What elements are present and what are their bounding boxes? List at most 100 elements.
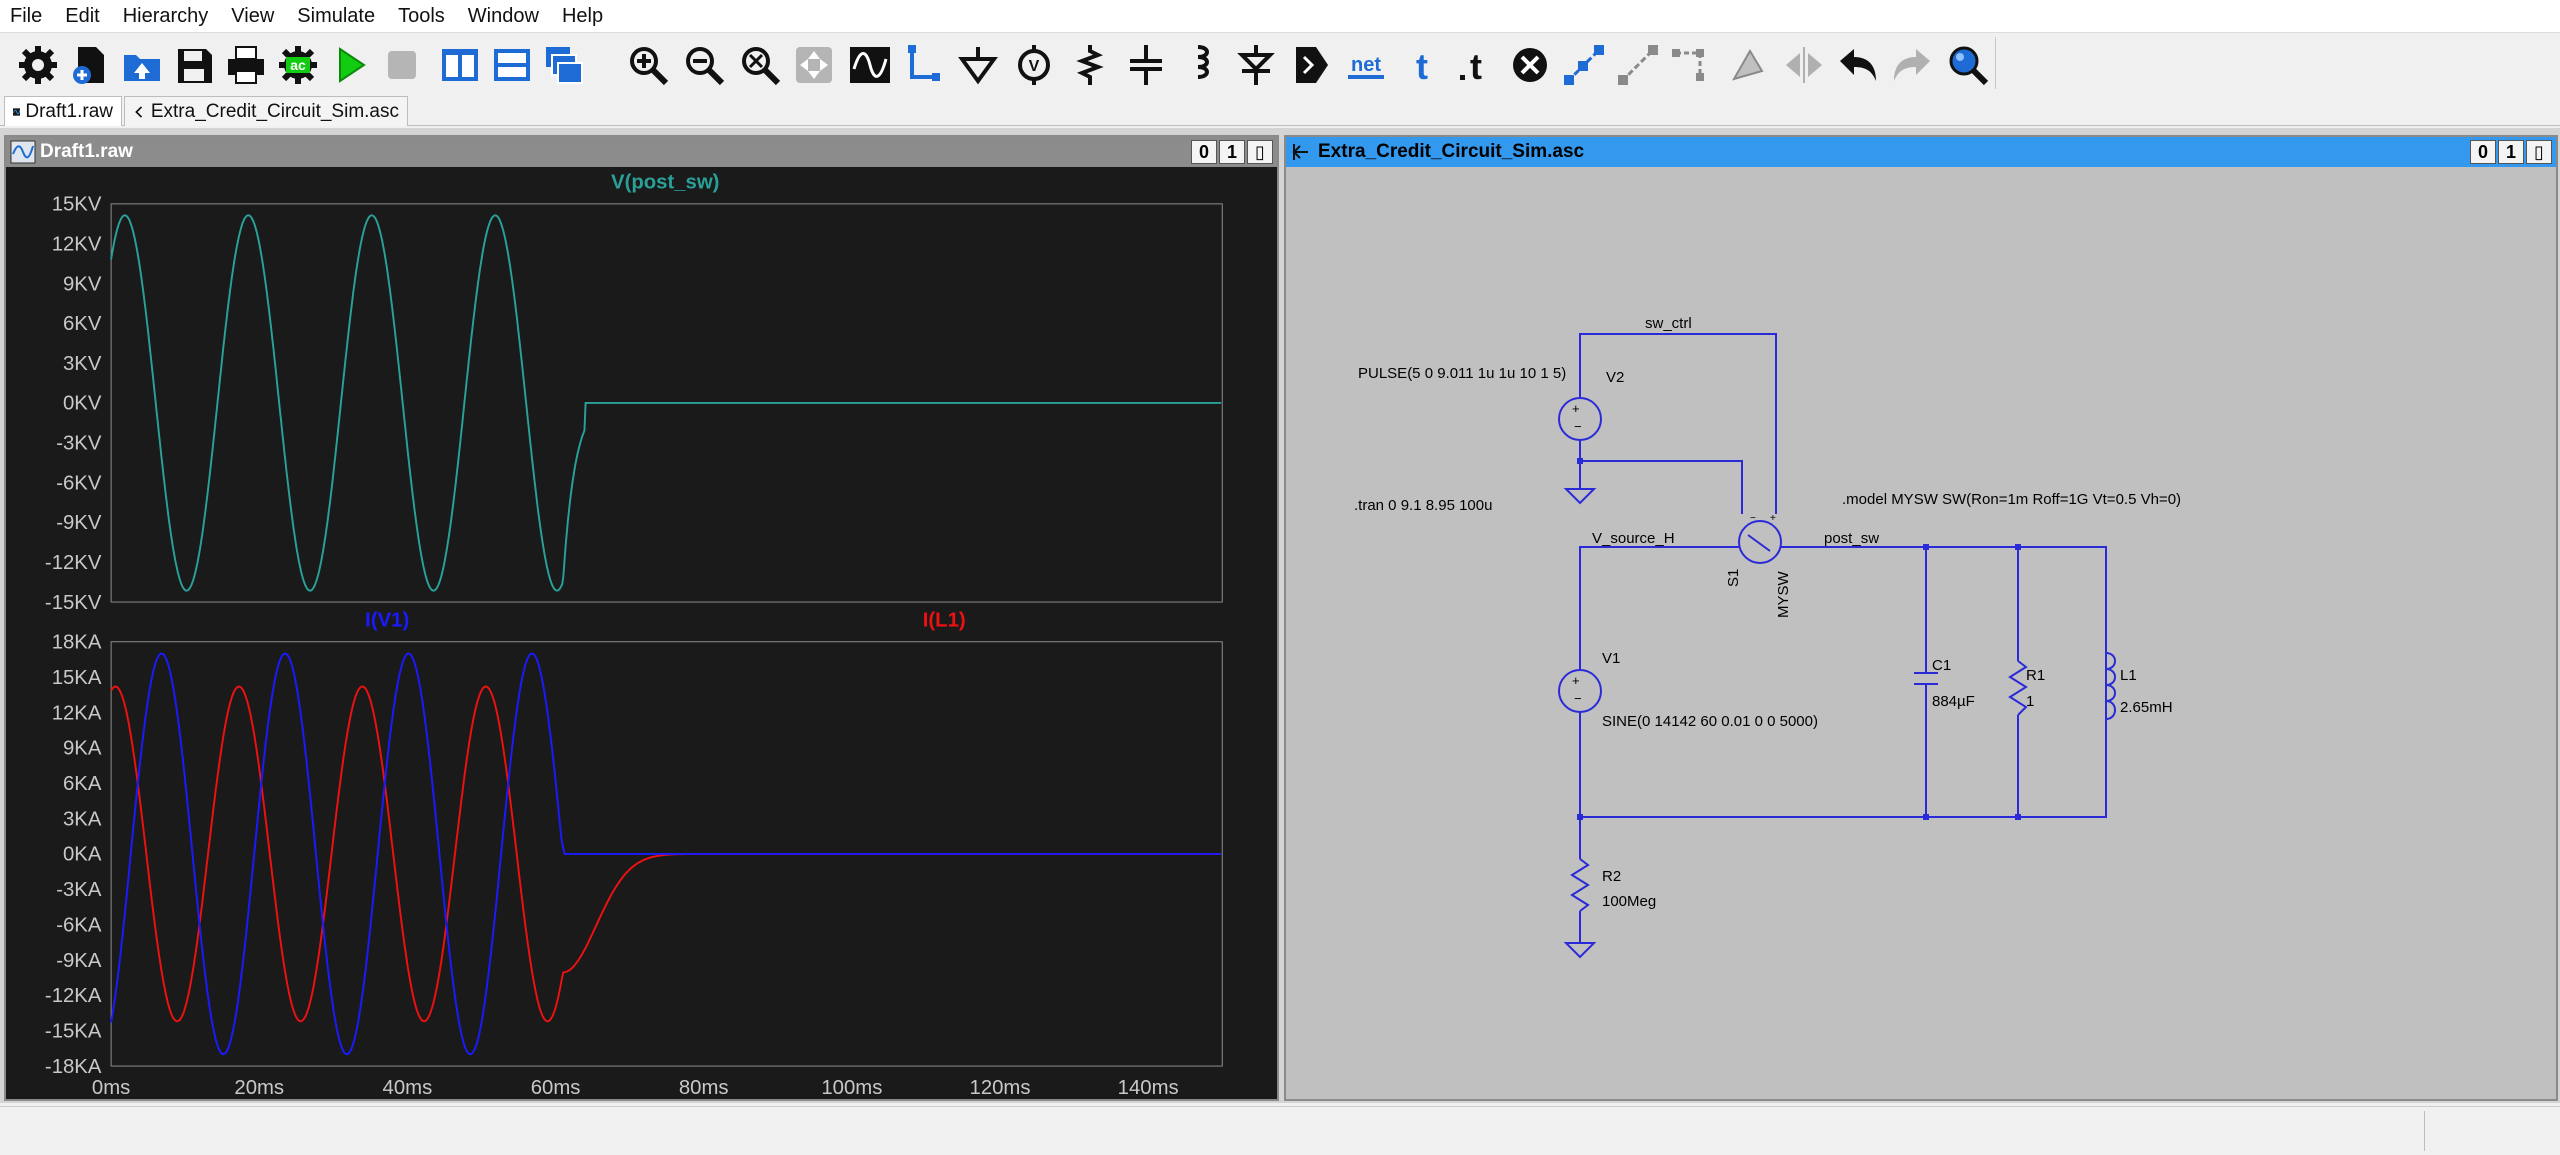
y-tick-label: 6KA — [63, 773, 102, 795]
voltage-source-icon[interactable]: V — [1012, 43, 1056, 87]
open-icon[interactable] — [120, 43, 164, 87]
l1-label[interactable]: L1 — [2120, 667, 2137, 684]
print-icon[interactable] — [224, 43, 268, 87]
zoom-out-icon[interactable] — [682, 43, 726, 87]
spice-directive-icon[interactable]: t — [1452, 43, 1496, 87]
svg-text:+: + — [1572, 673, 1580, 688]
schematic-canvas[interactable]: + − + − − + sw_ctrl PULSE(5 0 9.011 1u 1… — [1286, 169, 2556, 1099]
net-label-sw-ctrl[interactable]: sw_ctrl — [1645, 315, 1692, 332]
net-label-icon[interactable]: net — [1344, 43, 1388, 87]
r1-label[interactable]: R1 — [2026, 667, 2045, 684]
y-tick-label: -6KV — [56, 472, 102, 494]
menu-help[interactable]: Help — [552, 5, 616, 28]
y-tick-label: 12KA — [52, 702, 102, 724]
svg-text:net: net — [1351, 54, 1381, 76]
ground-icon[interactable] — [956, 43, 1000, 87]
net-label-v-source-h[interactable]: V_source_H — [1592, 530, 1675, 547]
duplicate-icon[interactable] — [1562, 43, 1606, 87]
waveform-window-titlebar[interactable]: Draft1.raw 0 1 ▯ — [6, 137, 1277, 167]
undo-icon[interactable] — [1836, 43, 1880, 87]
resistor-r2[interactable] — [1572, 859, 1588, 911]
mirror-icon[interactable] — [1726, 43, 1770, 87]
new-schematic-icon[interactable] — [68, 43, 112, 87]
minimize-button[interactable]: 0 — [1191, 140, 1217, 164]
r2-label[interactable]: R2 — [1602, 868, 1621, 885]
wire[interactable] — [1580, 547, 1739, 724]
rotate-icon[interactable] — [1782, 43, 1826, 87]
menu-window[interactable]: Window — [458, 5, 552, 28]
capacitor-c1[interactable] — [1914, 673, 1938, 684]
text-icon[interactable]: t — [1400, 43, 1444, 87]
inductor-l1[interactable] — [2106, 653, 2115, 719]
y-tick-label: -15KA — [45, 1020, 102, 1042]
pan-icon[interactable] — [792, 43, 836, 87]
ac-analysis-icon[interactable]: ac — [276, 43, 320, 87]
inductor-icon[interactable] — [1180, 43, 1224, 87]
y-tick-label: -12KA — [45, 985, 102, 1007]
restore-button[interactable]: 1 — [1219, 140, 1245, 164]
menu-edit[interactable]: Edit — [55, 5, 112, 28]
run-icon[interactable] — [328, 43, 372, 87]
move-icon[interactable] — [1616, 43, 1660, 87]
wire[interactable] — [1580, 334, 1776, 514]
halt-icon[interactable] — [380, 43, 424, 87]
menu-file[interactable]: File — [0, 5, 55, 28]
drag-icon[interactable] — [1670, 43, 1714, 87]
waveform-window[interactable]: Draft1.raw 0 1 ▯ 15KV12KV9KV6KV3KV0KV-3K… — [4, 135, 1279, 1101]
r2-value[interactable]: 100Meg — [1602, 893, 1656, 910]
minimize-button[interactable]: 0 — [2470, 140, 2496, 164]
component-icon[interactable] — [1290, 43, 1334, 87]
trace-label-i-v1: I(V1) — [365, 609, 409, 631]
diode-icon[interactable] — [1234, 43, 1278, 87]
restore-button[interactable]: 1 — [2498, 140, 2524, 164]
net-label-post-sw[interactable]: post_sw — [1824, 530, 1879, 547]
c1-value[interactable]: 884µF — [1932, 693, 1975, 710]
v2-value[interactable]: PULSE(5 0 9.011 1u 1u 10 1 5) — [1358, 365, 1566, 382]
delete-icon[interactable] — [1508, 43, 1552, 87]
tile-vertical-icon[interactable] — [438, 43, 482, 87]
model-directive[interactable]: .model MYSW SW(Ron=1m Roff=1G Vt=0.5 Vh=… — [1842, 491, 2181, 508]
y-tick-label: -15KV — [45, 592, 102, 614]
switch-s1[interactable] — [1739, 521, 1781, 563]
y-tick-label: 3KV — [63, 353, 102, 375]
waveform-icon[interactable] — [848, 43, 892, 87]
x-tick-label: 60ms — [531, 1077, 581, 1099]
menu-tools[interactable]: Tools — [388, 5, 458, 28]
resistor-r1[interactable] — [2010, 661, 2026, 715]
v1-value[interactable]: SINE(0 14142 60 0.01 0 0 5000) — [1602, 713, 1818, 730]
save-icon[interactable] — [172, 43, 216, 87]
schematic-window[interactable]: Extra_Credit_Circuit_Sim.asc 0 1 ▯ — [1284, 135, 2558, 1101]
svg-text:t: t — [1416, 46, 1428, 87]
waveform-file-icon — [13, 104, 20, 120]
s1-model[interactable]: MYSW — [1775, 570, 1792, 618]
maximize-button[interactable]: ▯ — [1247, 140, 1273, 164]
wire-icon[interactable] — [902, 43, 946, 87]
c1-label[interactable]: C1 — [1932, 657, 1951, 674]
y-tick-label: 3KA — [63, 808, 102, 830]
l1-value[interactable]: 2.65mH — [2120, 699, 2173, 716]
s1-label[interactable]: S1 — [1725, 569, 1742, 587]
maximize-button[interactable]: ▯ — [2526, 140, 2552, 164]
v2-label[interactable]: V2 — [1606, 369, 1624, 386]
wire[interactable] — [1580, 440, 1742, 514]
resistor-icon[interactable] — [1068, 43, 1112, 87]
schematic-window-titlebar[interactable]: Extra_Credit_Circuit_Sim.asc 0 1 ▯ — [1286, 137, 2556, 167]
v1-label[interactable]: V1 — [1602, 650, 1620, 667]
menu-view[interactable]: View — [221, 5, 287, 28]
settings-icon[interactable] — [16, 43, 60, 87]
tab-extra-credit-circuit-sim[interactable]: Extra_Credit_Circuit_Sim.asc — [124, 96, 408, 126]
redo-icon[interactable] — [1890, 43, 1934, 87]
menu-simulate[interactable]: Simulate — [287, 5, 388, 28]
zoom-fit-icon[interactable] — [738, 43, 782, 87]
tile-horizontal-icon[interactable] — [490, 43, 534, 87]
tab-draft1-raw[interactable]: Draft1.raw — [4, 96, 122, 126]
zoom-in-icon[interactable] — [626, 43, 670, 87]
waveform-plot-area[interactable]: 15KV12KV9KV6KV3KV0KV-3KV-6KV-9KV-12KV-15… — [6, 169, 1277, 1099]
find-icon[interactable] — [1946, 43, 1990, 87]
y-tick-label: -18KA — [45, 1056, 102, 1078]
cascade-icon[interactable] — [542, 43, 586, 87]
menu-hierarchy[interactable]: Hierarchy — [113, 5, 222, 28]
capacitor-icon[interactable] — [1124, 43, 1168, 87]
r1-value[interactable]: 1 — [2026, 693, 2034, 710]
tran-directive[interactable]: .tran 0 9.1 8.95 100u — [1354, 497, 1492, 514]
